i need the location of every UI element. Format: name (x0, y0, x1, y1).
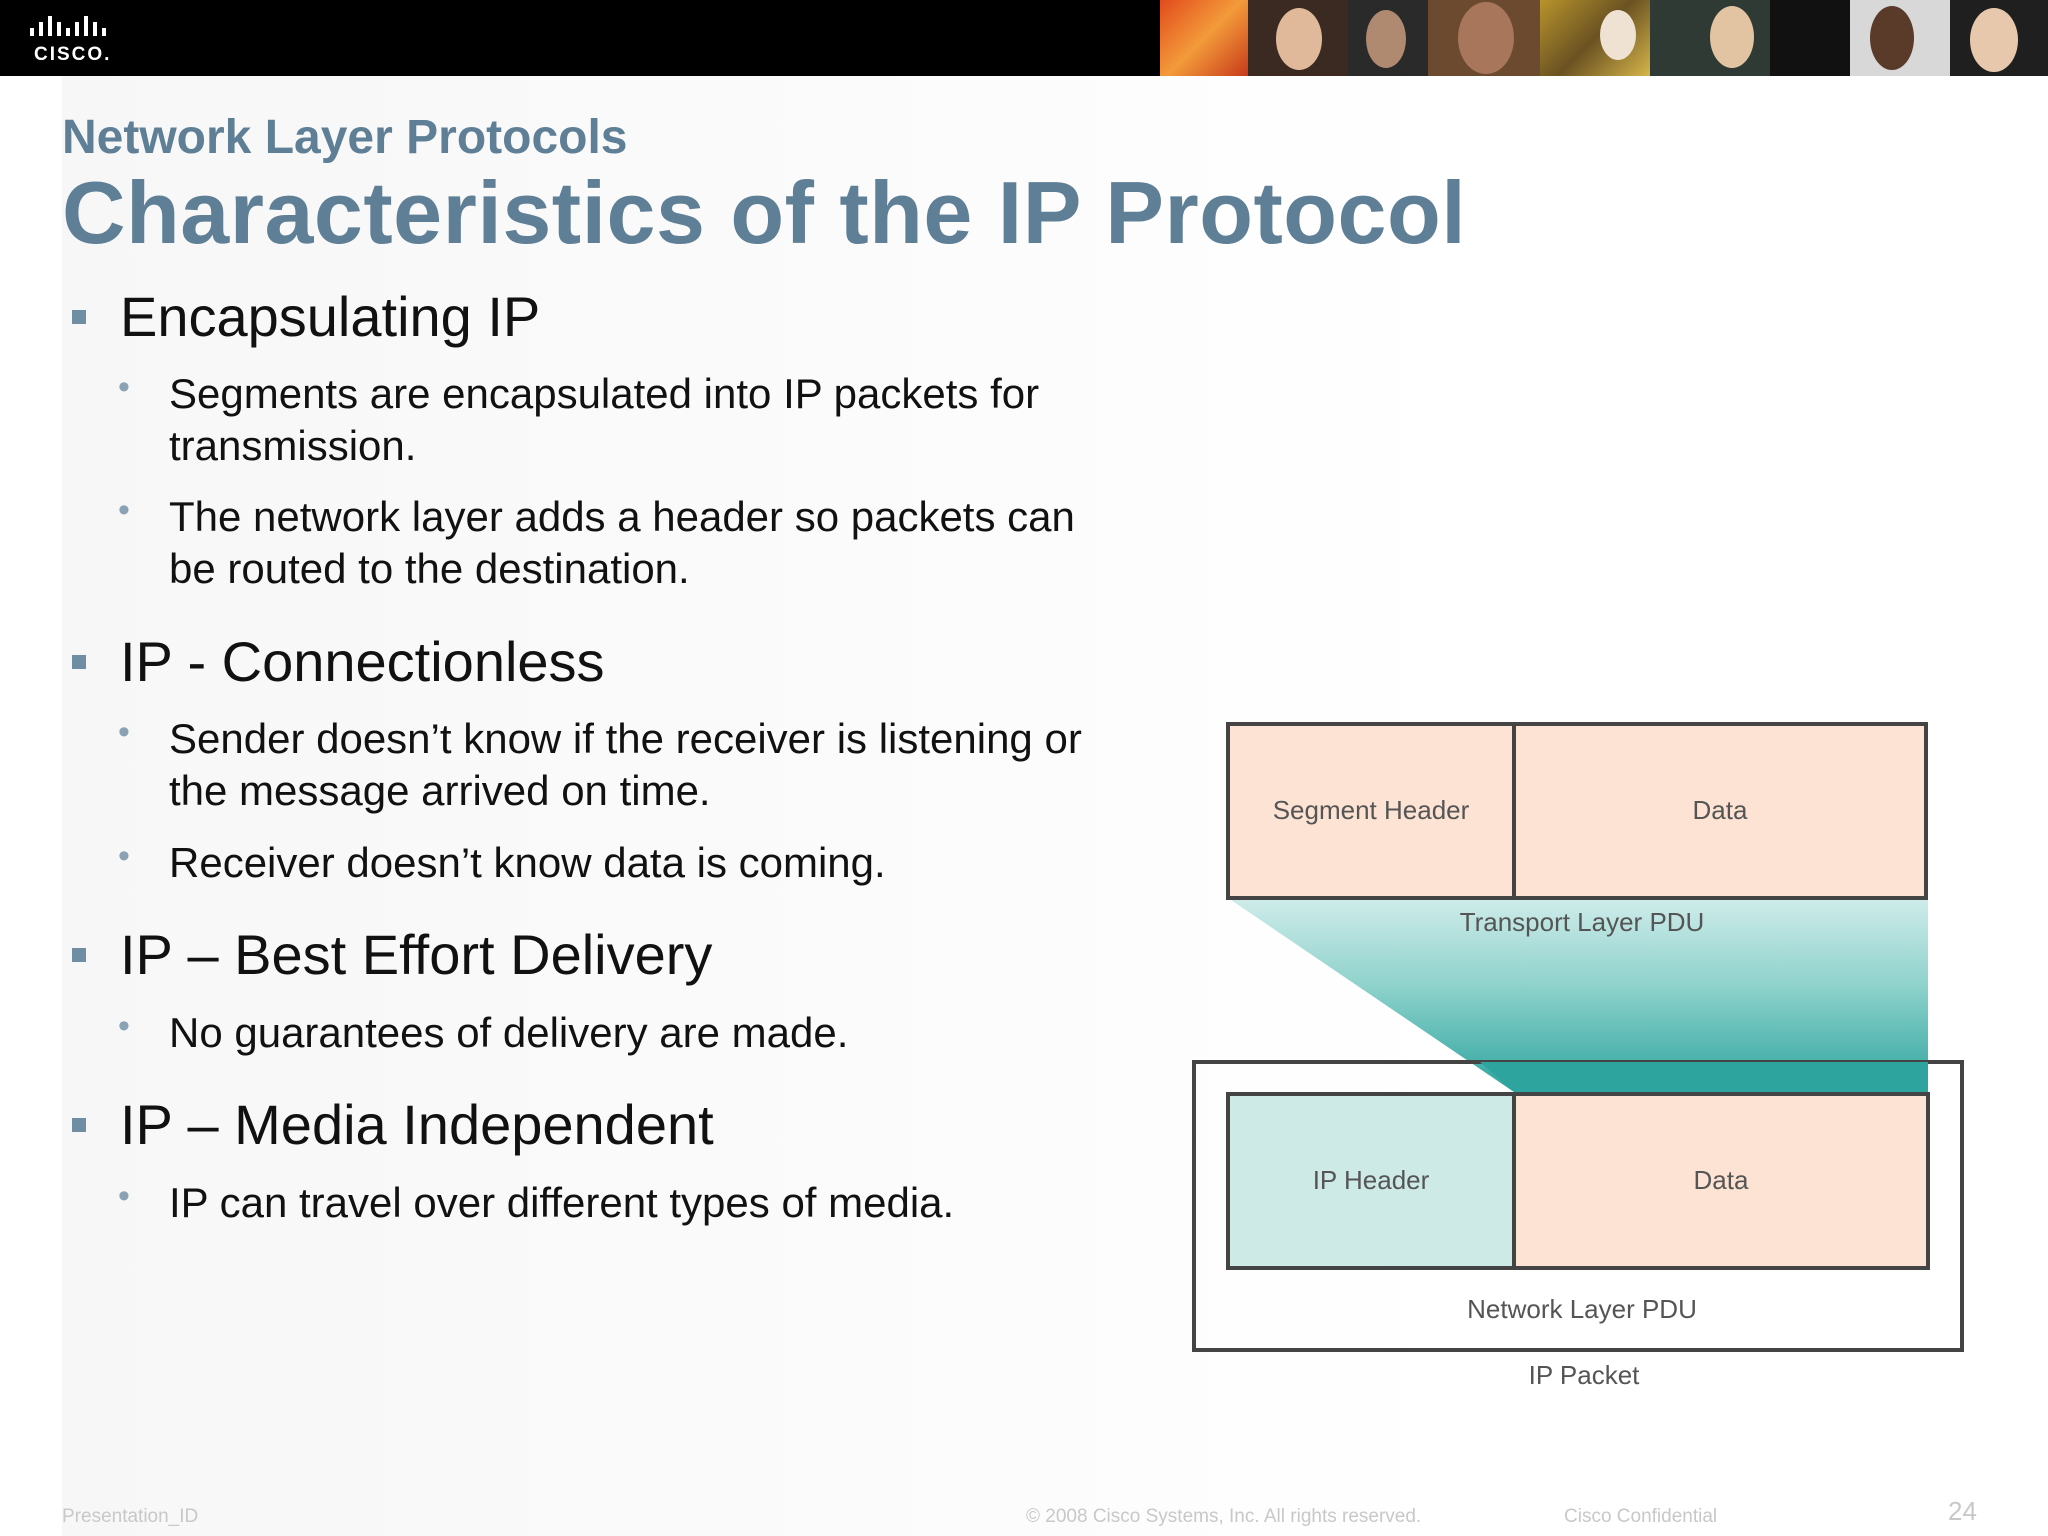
photo-tile (1650, 0, 1770, 76)
segment-header-label: Segment Header (1273, 795, 1470, 825)
transport-pdu-label: Transport Layer PDU (1460, 907, 1705, 937)
segment-header-box (1226, 722, 1516, 900)
bullet-heading: IP – Media Independent (120, 1093, 714, 1156)
photo-tile (1248, 0, 1348, 76)
footer-confidential: Cisco Confidential (1564, 1506, 1718, 1527)
encapsulation-funnel (1228, 898, 1928, 1092)
bullet-text: Receiver doesn’t know data is coming. (169, 839, 886, 886)
bullet-text: IP can travel over different types of me… (169, 1179, 955, 1226)
cisco-logo: CISCO. (30, 14, 120, 65)
photo-tile (1348, 0, 1428, 76)
page-number: 24 (1948, 1496, 1977, 1526)
photo-tile (1950, 0, 2048, 76)
bullet-dot-icon: • (118, 1177, 130, 1215)
segment-data-label: Data (1693, 795, 1748, 825)
bullet-dot-icon: • (118, 837, 130, 875)
bullet-dot-icon: • (118, 368, 130, 406)
bullet-heading: IP - Connectionless (120, 630, 605, 693)
network-pdu-label: Network Layer PDU (1467, 1294, 1697, 1324)
top-banner: CISCO. (0, 0, 2048, 76)
encapsulation-diagram: Segment Header Data Transport Layer PDU … (1192, 722, 1964, 1390)
slide-title: Characteristics of the IP Protocol (62, 163, 1467, 262)
logo-text: CISCO. (34, 44, 112, 65)
photo-tile (1428, 0, 1540, 76)
bullet-heading: IP – Best Effort Delivery (120, 923, 713, 986)
ip-packet-label: IP Packet (1529, 1360, 1641, 1390)
bullet-dot-icon: • (118, 491, 130, 529)
footer-presentation-id: Presentation_ID (62, 1506, 199, 1527)
ip-data-box (1512, 1092, 1930, 1270)
bullet-square-icon (72, 310, 86, 324)
photo-tile (1850, 0, 1950, 76)
bullet-text: Segments are encapsulated into IP packet… (169, 370, 1040, 469)
bullet-square-icon (72, 655, 86, 669)
photo-tile (1540, 0, 1650, 76)
bullet-heading: Encapsulating IP (120, 285, 541, 348)
ip-header-label: IP Header (1313, 1165, 1430, 1195)
cisco-bars-icon (30, 16, 106, 36)
segment-data-box (1512, 722, 1928, 900)
photo-tile (1770, 0, 1850, 76)
bullet-dot-icon: • (118, 713, 130, 751)
bullet-text: Sender doesn’t know if the receiver is l… (169, 715, 1082, 814)
photo-tile (1160, 0, 1248, 76)
bullet-square-icon (72, 948, 86, 962)
bullet-text: No guarantees of delivery are made. (169, 1009, 849, 1056)
ip-data-label: Data (1694, 1165, 1749, 1195)
ip-header-box (1226, 1092, 1516, 1270)
bullet-square-icon (72, 1118, 86, 1132)
footer-copyright: © 2008 Cisco Systems, Inc. All rights re… (1026, 1506, 1422, 1527)
slide-subtitle: Network Layer Protocols (62, 111, 628, 164)
bullet-dot-icon: • (118, 1007, 130, 1045)
header-photo-strip (1160, 0, 2048, 76)
bullet-text: The network layer adds a header so packe… (169, 493, 1075, 592)
